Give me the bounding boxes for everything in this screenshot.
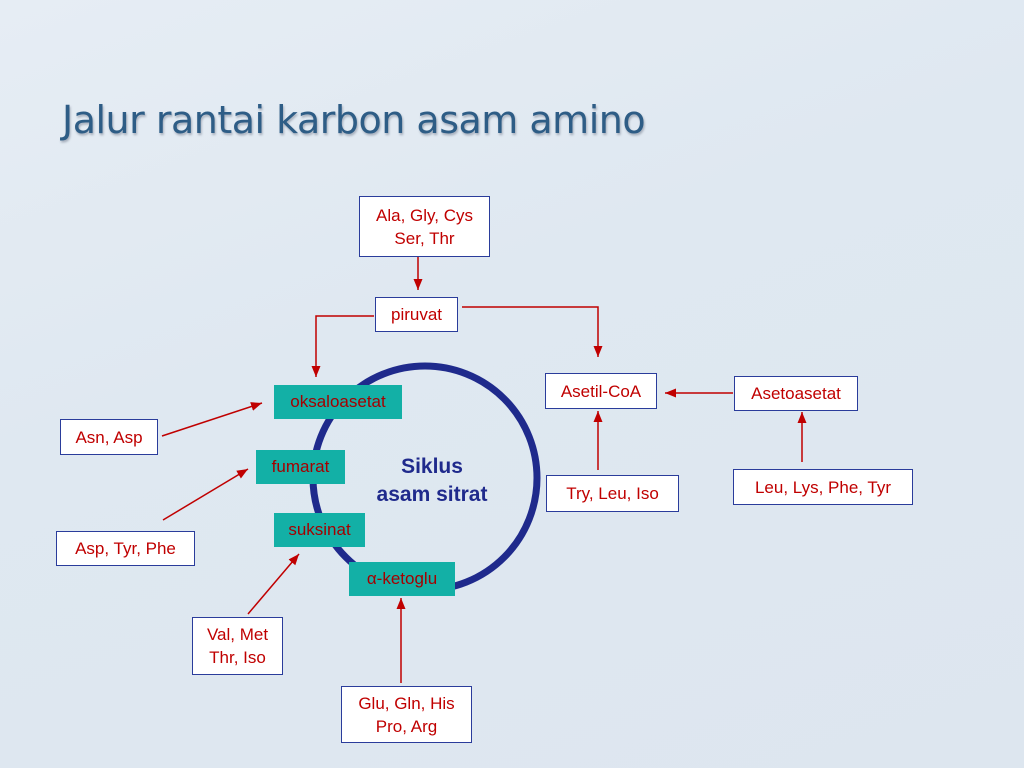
- tag-label: oksaloasetat: [290, 392, 386, 411]
- arrow-val-to-suksinat: [247, 553, 300, 615]
- arrow-asn-to-oksaloasetat: [161, 402, 263, 437]
- box-line: Ala, Gly, Cys: [376, 205, 473, 225]
- box-label: Asetil-CoA: [560, 381, 642, 401]
- box-try-leu-iso: Try, Leu, Iso: [546, 475, 679, 512]
- arrow-piruvat-to-asetil-coa: [462, 306, 603, 357]
- box-label: Asetoasetat: [751, 384, 841, 403]
- box-piruvat: piruvat: [375, 297, 458, 332]
- box-line: Pro, Arg: [375, 716, 438, 736]
- box-asp-tyr-phe: Asp, Tyr, Phe: [56, 531, 195, 566]
- arrow-asp-to-fumarat: [162, 468, 249, 521]
- arrow-piruvat-to-oksaloasetat: [311, 315, 374, 377]
- tag-label: fumarat: [271, 457, 330, 476]
- box-line: Val, Met: [206, 625, 269, 644]
- tag-label: suksinat: [288, 520, 351, 539]
- cycle-label-line1: Siklus: [401, 455, 463, 478]
- tag-fumarat: fumarat: [256, 450, 345, 484]
- tag-oksaloasetat: oksaloasetat: [274, 385, 402, 419]
- box-line: Thr, Iso: [209, 648, 266, 667]
- box-asetil-coa: Asetil-CoA: [545, 373, 657, 409]
- box-val-met-thr-iso: Val, Met Thr, Iso: [192, 617, 283, 675]
- box-line: Ser, Thr: [394, 228, 455, 248]
- tag-suksinat: suksinat: [274, 513, 365, 547]
- box-glu-gln-his-pro-arg: Glu, Gln, His Pro, Arg: [341, 686, 472, 743]
- box-label: Leu, Lys, Phe, Tyr: [754, 477, 892, 497]
- box-label: Try, Leu, Iso: [566, 484, 659, 503]
- box-asn-asp: Asn, Asp: [60, 419, 158, 455]
- box-label: Asn, Asp: [75, 427, 143, 447]
- tag-alpha-ketoglu: α-ketoglu: [349, 562, 455, 596]
- box-leu-lys-phe-tyr: Leu, Lys, Phe, Tyr: [733, 469, 913, 505]
- box-label: piruvat: [390, 305, 443, 324]
- box-ala-gly-cys-ser-thr: Ala, Gly, Cys Ser, Thr: [359, 196, 490, 257]
- cycle-center-label: Siklus asam sitrat: [347, 453, 517, 509]
- slide-title: Jalur rantai karbon asam amino: [62, 98, 646, 142]
- alpha-symbol: α: [366, 569, 377, 588]
- box-line: Glu, Gln, His: [358, 693, 455, 713]
- cycle-label-line2: asam sitrat: [376, 483, 488, 506]
- box-label: Asp, Tyr, Phe: [75, 539, 176, 558]
- box-asetoasetat: Asetoasetat: [734, 376, 858, 411]
- tag-label: -ketoglu: [376, 569, 438, 588]
